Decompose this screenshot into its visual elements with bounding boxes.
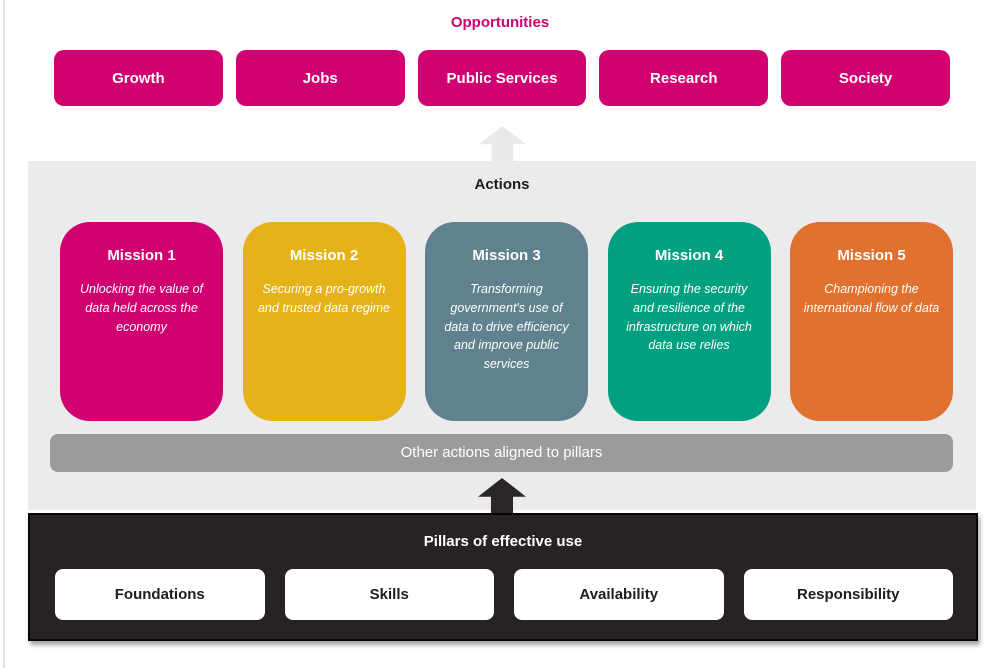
mission-2-card[interactable]: Mission 2 Securing a pro-growth and trus… <box>242 222 406 421</box>
opportunity-public-services-label: Public Services <box>446 69 558 87</box>
opportunity-public-services-button[interactable]: Public Services <box>417 50 587 106</box>
opportunity-society-label: Society <box>838 69 893 87</box>
mission-1-description: Unlocking the value of data held across … <box>80 282 203 334</box>
opportunity-growth-button[interactable]: Growth <box>54 50 223 106</box>
opportunity-research-label: Research <box>650 69 718 87</box>
opportunities-title: Opportunities <box>450 14 550 31</box>
opportunity-jobs-button[interactable]: Jobs <box>235 50 405 106</box>
pillar-skills-label: Skills <box>369 586 409 603</box>
opportunity-research-button[interactable]: Research <box>599 50 769 106</box>
mission-3-title: Mission 3 <box>472 247 541 264</box>
mission-3-description: Transforming government's use of data to… <box>444 282 569 371</box>
pillar-responsibility-label: Responsibility <box>796 586 900 603</box>
mission-2-description: Securing a pro-growth and trusted data r… <box>257 282 391 315</box>
pillar-availability-label: Availability <box>579 586 659 603</box>
missions-row: Mission 1 Unlocking the value of data he… <box>60 222 953 421</box>
mission-4-description: Ensuring the security and resilience of … <box>626 282 752 353</box>
mission-1-card[interactable]: Mission 1 Unlocking the value of data he… <box>60 222 223 421</box>
pillar-foundations-label: Foundations <box>114 586 205 603</box>
other-actions-bar: Other actions aligned to pillars <box>50 434 953 472</box>
opportunity-society-button[interactable]: Society <box>781 50 950 106</box>
mission-5-description: Championing the international flow of da… <box>803 282 940 315</box>
pillar-responsibility-button[interactable]: Responsibility <box>743 569 953 620</box>
pillars-row: Foundations Skills Availability Responsi… <box>55 569 953 620</box>
up-arrow-actions-to-opportunities-icon <box>479 126 526 161</box>
page-edge-line <box>3 0 5 668</box>
pillars-title: Pillars of effective use <box>423 533 583 550</box>
mission-5-card[interactable]: Mission 5 Championing the international … <box>790 222 953 421</box>
mission-1-title: Mission 1 <box>107 247 176 264</box>
pillar-foundations-button[interactable]: Foundations <box>55 569 265 620</box>
mission-5-title: Mission 5 <box>837 247 906 264</box>
pillar-availability-button[interactable]: Availability <box>514 569 724 620</box>
actions-title: Actions <box>474 176 530 193</box>
mission-4-card[interactable]: Mission 4 Ensuring the security and resi… <box>607 222 771 421</box>
mission-4-title: Mission 4 <box>654 247 724 264</box>
actions-panel: Actions Mission 1 Unlocking the value of… <box>28 161 976 510</box>
pillar-skills-button[interactable]: Skills <box>284 569 494 620</box>
pillars-panel: Pillars of effective use Foundations Ski… <box>28 513 978 641</box>
mission-3-card[interactable]: Mission 3 Transforming government's use … <box>425 222 588 421</box>
mission-2-title: Mission 2 <box>289 247 359 264</box>
opportunity-growth-label: Growth <box>112 69 165 87</box>
opportunity-jobs-label: Jobs <box>302 69 338 87</box>
opportunities-row: Growth Jobs Public Services Research Soc… <box>54 50 950 106</box>
